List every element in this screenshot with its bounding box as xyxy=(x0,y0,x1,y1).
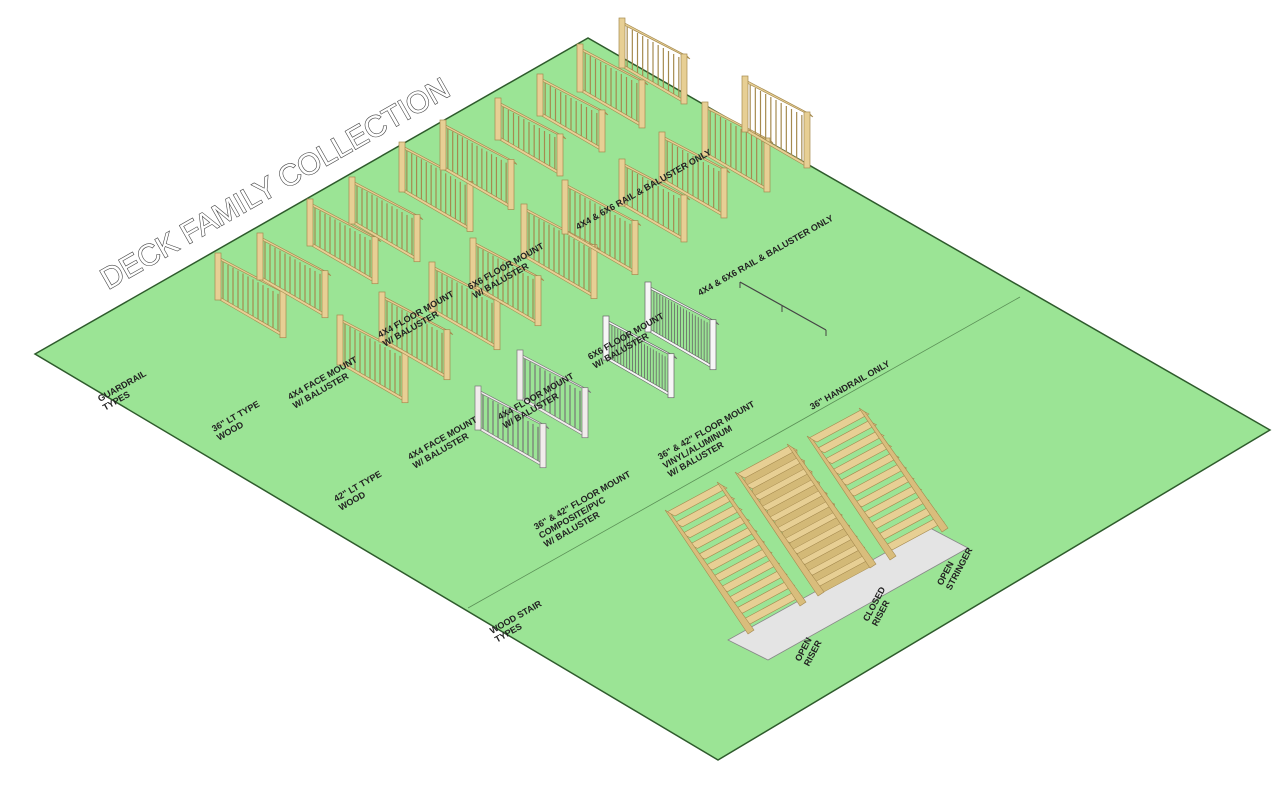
tread xyxy=(673,494,736,528)
railing-face-mount-a2 xyxy=(348,176,424,263)
top-rail xyxy=(618,19,691,60)
post xyxy=(321,270,329,319)
post xyxy=(618,17,626,69)
post xyxy=(709,319,717,371)
post xyxy=(701,101,709,157)
post xyxy=(556,133,564,177)
railing-face-mount-b xyxy=(428,261,504,351)
post xyxy=(658,131,666,183)
post xyxy=(602,315,610,361)
post xyxy=(348,176,356,225)
railing-collection xyxy=(214,17,827,469)
post xyxy=(494,97,502,141)
post xyxy=(378,291,386,343)
tread xyxy=(681,505,743,538)
railing-rail-only-a xyxy=(494,97,567,177)
stringer xyxy=(734,471,825,597)
stair-open-stringer xyxy=(806,407,949,561)
railing-rail-only-e xyxy=(618,158,691,243)
post xyxy=(398,141,406,193)
handrail-only xyxy=(739,281,827,336)
railing-42-lt-b xyxy=(378,291,454,381)
post xyxy=(720,167,728,219)
post xyxy=(466,181,474,232)
post xyxy=(507,159,515,210)
railing-36-lt-a xyxy=(214,252,290,339)
post xyxy=(413,214,421,263)
post xyxy=(371,236,379,285)
railing-floor-mount-a2 xyxy=(439,119,518,210)
stringer xyxy=(858,407,949,533)
post xyxy=(536,73,544,117)
post xyxy=(680,194,688,243)
post xyxy=(590,244,598,299)
post xyxy=(763,137,771,193)
post xyxy=(561,179,569,235)
post xyxy=(534,275,542,327)
railing-face-mount-b2 xyxy=(469,237,545,327)
railing-rail-only-b xyxy=(536,73,609,153)
stringer xyxy=(716,481,807,607)
top-rail xyxy=(741,77,814,118)
tread xyxy=(823,431,885,464)
post xyxy=(631,220,639,275)
post xyxy=(336,314,344,366)
post xyxy=(667,353,675,399)
post xyxy=(598,109,606,153)
railing-rail-only-f xyxy=(658,131,731,219)
post xyxy=(516,349,524,401)
railing-composite-36 xyxy=(474,385,550,469)
post xyxy=(741,75,749,133)
railing-floor-mount-b2 xyxy=(561,179,642,275)
post xyxy=(493,299,501,351)
post xyxy=(279,290,287,339)
post xyxy=(618,158,626,207)
ground-plane xyxy=(33,37,1272,761)
tread xyxy=(808,409,870,443)
post xyxy=(443,329,451,381)
post xyxy=(638,79,646,129)
post xyxy=(803,111,811,169)
stringer xyxy=(664,509,755,635)
post xyxy=(401,352,409,404)
stair-closed-riser xyxy=(734,443,877,597)
post xyxy=(539,423,547,469)
railing-rail-only-d xyxy=(618,17,691,105)
stringer xyxy=(786,443,877,569)
post xyxy=(520,203,528,259)
post xyxy=(214,252,222,301)
post xyxy=(428,261,436,313)
stair-collection xyxy=(664,407,969,661)
tread xyxy=(666,483,728,517)
post xyxy=(469,237,477,289)
railing-36-lt-b xyxy=(256,232,332,319)
post xyxy=(581,387,589,439)
railing-composite-42 xyxy=(516,349,592,439)
railing-rail-only-h xyxy=(741,75,814,169)
railing-vinyl-36 xyxy=(602,315,678,399)
handrail-bar xyxy=(739,281,827,331)
tread xyxy=(815,420,878,454)
post xyxy=(306,198,314,247)
section-divider xyxy=(467,296,1021,609)
railing-vinyl-42 xyxy=(644,281,720,371)
stringer xyxy=(806,435,897,561)
stair-open-riser xyxy=(664,481,807,635)
post xyxy=(576,43,584,93)
post xyxy=(439,119,447,171)
railing-rail-only-c xyxy=(576,43,649,129)
post xyxy=(644,281,652,333)
railing-face-mount-a xyxy=(306,198,382,285)
post xyxy=(474,385,482,431)
post xyxy=(680,53,688,105)
post xyxy=(256,232,264,281)
